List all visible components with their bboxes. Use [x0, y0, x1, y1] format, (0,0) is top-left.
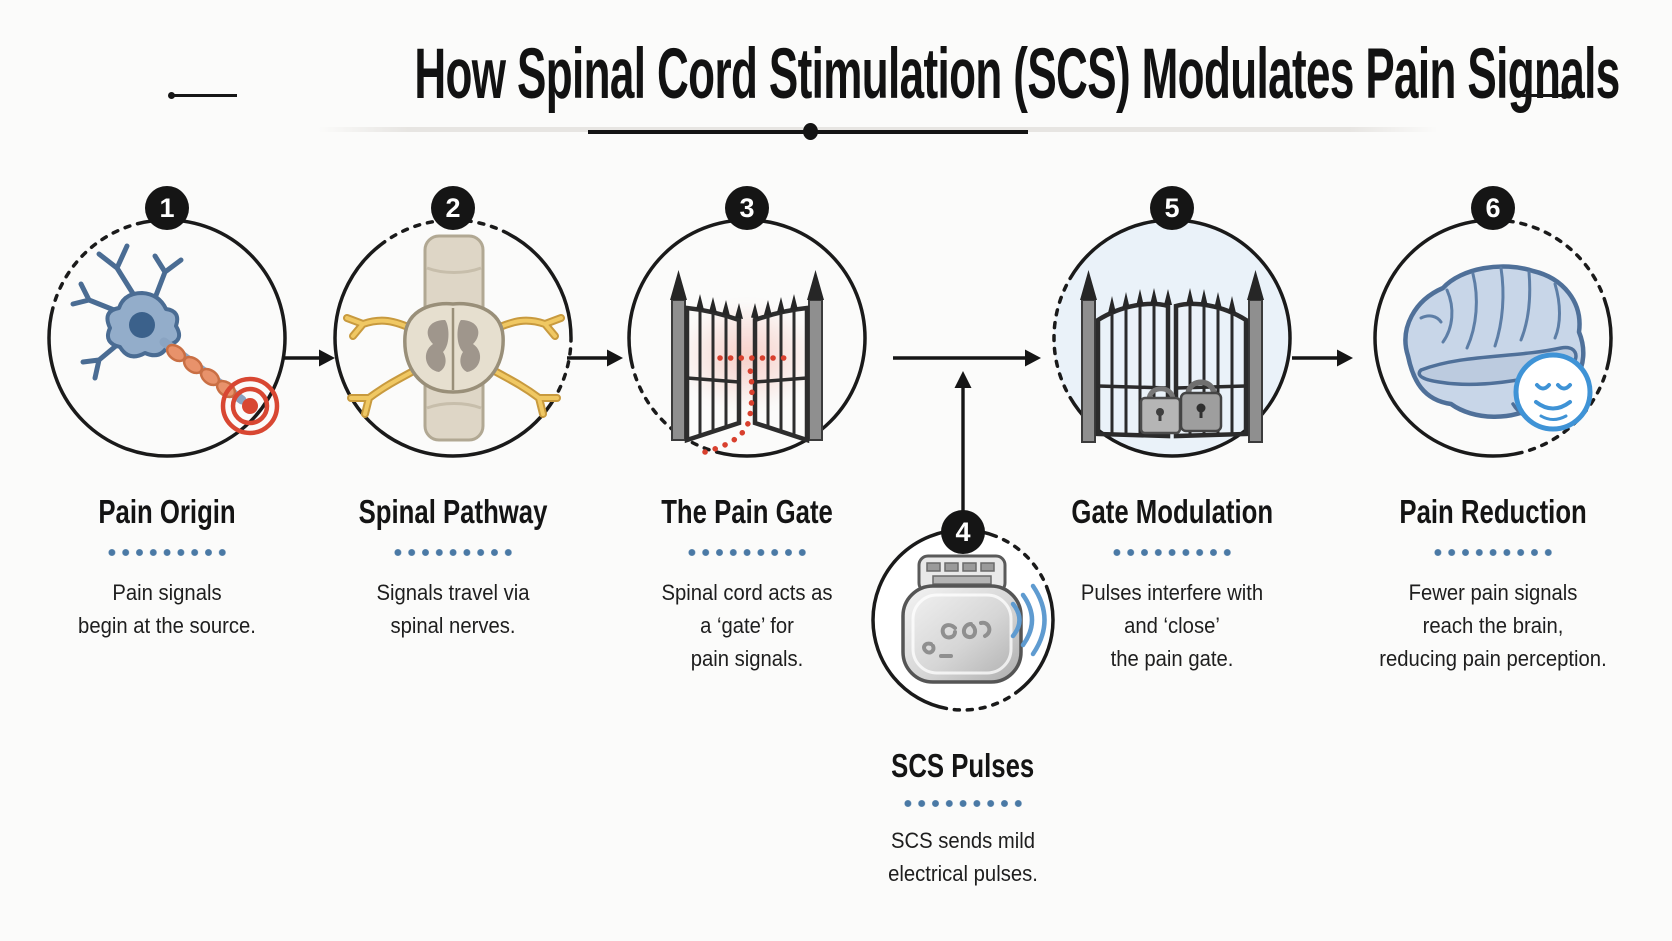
dotted-divider — [1110, 548, 1234, 557]
title-underline-dot — [803, 123, 818, 140]
scs-pulse-generator-icon — [901, 554, 1047, 684]
step-description: Pulses interfere with and ‘close’ the pa… — [1080, 580, 1264, 671]
page-title: How Spinal Cord Stimulation (SCS) Modula… — [414, 35, 1620, 114]
locked-gate-icon — [1080, 270, 1264, 443]
step-5-gate-modulation: 5 Gate Modulation Pulses interfere with … — [1032, 186, 1312, 706]
arrow-step4-to-flow — [954, 371, 972, 511]
step-title: Gate Modulation — [1071, 493, 1273, 530]
arrow-step3-to-step5 — [893, 349, 1041, 367]
step-number-badge: 4 — [941, 510, 985, 554]
step-description: SCS sends mild electrical pulses. — [888, 828, 1038, 886]
arrow-step1-to-step2 — [283, 349, 335, 367]
step-circle — [47, 218, 287, 458]
title-underline-light — [318, 127, 1438, 132]
step-circle — [871, 528, 1055, 712]
step-circle — [1373, 218, 1613, 458]
step-number-badge: 1 — [145, 186, 189, 230]
step-number-badge: 6 — [1471, 186, 1515, 230]
dotted-divider — [391, 548, 515, 557]
calm-brain-icon — [1403, 264, 1593, 432]
step-2-spinal-pathway: 2 Spinal Pathway Signals travel via spin… — [313, 186, 593, 706]
neuron-pain-icon — [70, 243, 280, 436]
step-1-pain-origin: 1 Pain Origin Pain signals begin at the … — [27, 186, 307, 706]
dotted-divider — [105, 548, 229, 557]
step-title: SCS Pulses — [891, 747, 1035, 784]
dotted-divider — [1431, 548, 1555, 557]
step-title: Spinal Pathway — [358, 493, 548, 530]
step-description: Pain signals begin at the source. — [78, 580, 256, 638]
step-title: Pain Origin — [98, 493, 236, 530]
step-number-badge: 3 — [725, 186, 769, 230]
step-circle — [333, 218, 573, 458]
step-title: Pain Reduction — [1399, 493, 1587, 530]
step-description: Spinal cord acts as a ‘gate’ for pain si… — [661, 580, 833, 671]
step-circle — [1052, 218, 1292, 458]
spinal-cord-icon — [343, 234, 565, 442]
step-number-badge: 5 — [1150, 186, 1194, 230]
dotted-divider — [685, 548, 809, 557]
step-description: Fewer pain signals reach the brain, redu… — [1379, 580, 1607, 671]
step-6-pain-reduction: 6 Pain Reduction Fewer pain signals reac… — [1353, 186, 1633, 706]
step-circle — [627, 218, 867, 458]
step-title: The Pain Gate — [661, 493, 833, 530]
step-number-badge: 2 — [431, 186, 475, 230]
step-4-scs-pulses: 4 SCS Pulses SCS sends mild electrical p… — [823, 508, 1103, 938]
open-gate-icon — [670, 270, 824, 455]
title-right-dash — [1522, 92, 1568, 99]
dotted-divider — [901, 799, 1025, 808]
step-3-pain-gate: 3 The Pain Gate Spinal cord acts as a ‘g… — [607, 186, 887, 706]
title-left-dash — [168, 92, 237, 99]
step-description: Signals travel via spinal nerves. — [376, 580, 530, 638]
arrow-step2-to-step3 — [567, 349, 623, 367]
arrow-step5-to-step6 — [1292, 349, 1353, 367]
